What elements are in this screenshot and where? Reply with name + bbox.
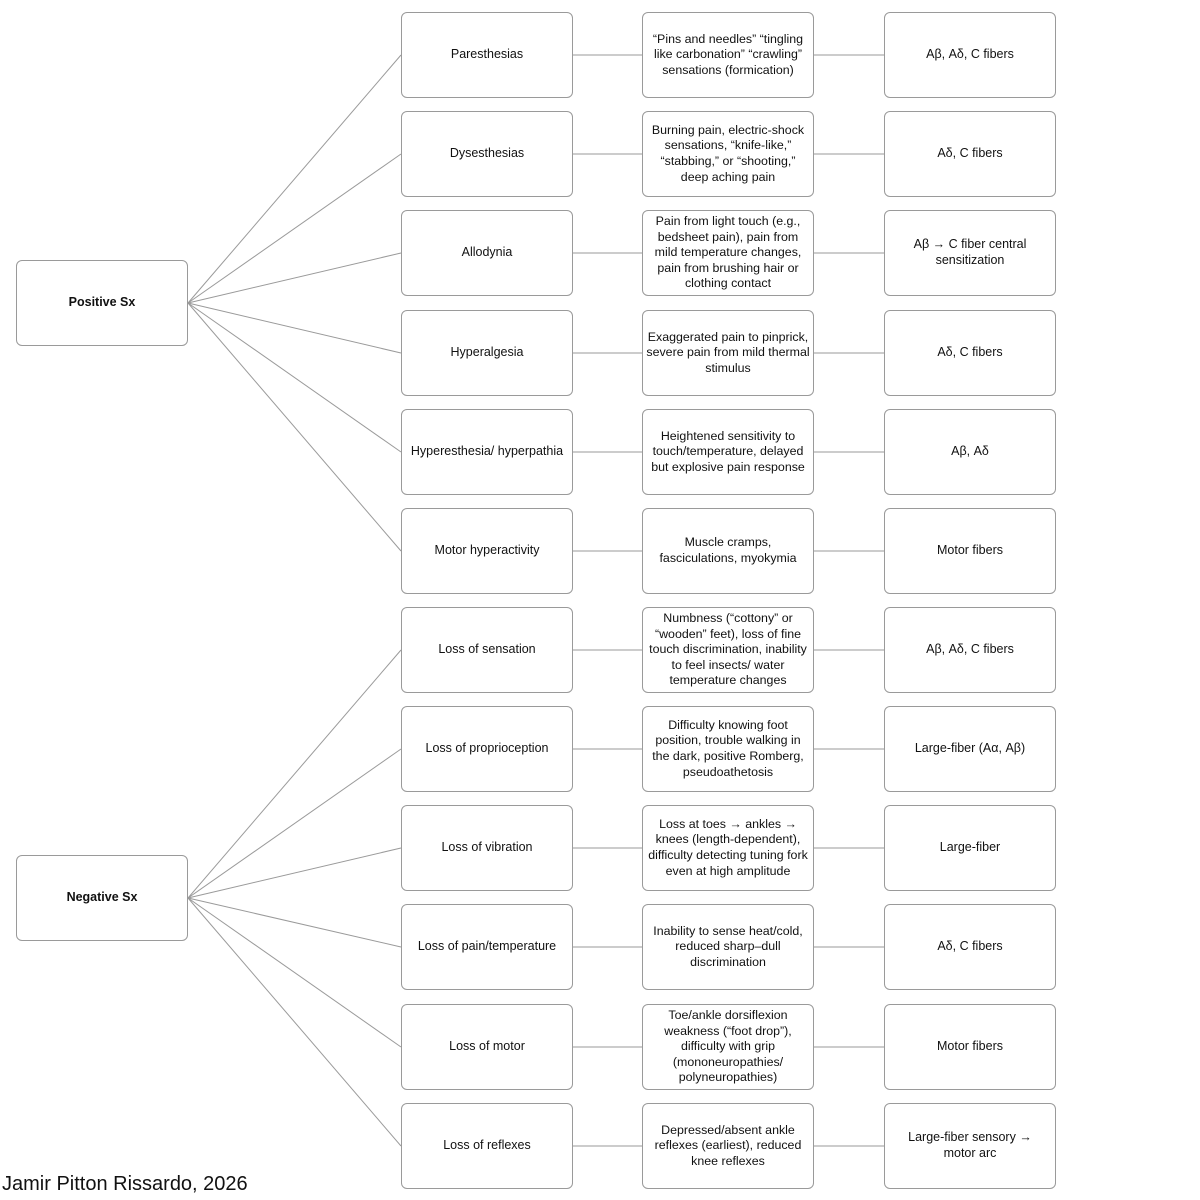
- symptom-label: Paresthesias: [450, 47, 524, 62]
- symptom-node-loss-of-reflexes: Loss of reflexes: [401, 1103, 573, 1189]
- symptom-node-loss-of-sensation: Loss of sensation: [401, 607, 573, 693]
- symptom-label: Hyperalgesia: [450, 345, 524, 360]
- fiber-label: Large-fiber (Aα, Aβ): [914, 741, 1026, 756]
- description-text: Heightened sensitivity to touch/temperat…: [651, 428, 805, 474]
- symptom-node-motor-hyperactivity: Motor hyperactivity: [401, 508, 573, 594]
- description-node-paresthesias: “Pins and needles” “tingling like carbon…: [642, 12, 814, 98]
- fiber-node-loss-of-proprioception: Large-fiber (Aα, Aβ): [884, 706, 1056, 792]
- root-to-symptom-line: [187, 897, 402, 1147]
- root-to-symptom-line: [187, 252, 402, 304]
- root-to-symptom-line: [187, 153, 402, 304]
- description-text: Loss at toes → ankles → knees (length-de…: [648, 816, 808, 878]
- symptom-node-loss-of-motor: Loss of motor: [401, 1004, 573, 1090]
- root-node-positive: Positive Sx: [16, 260, 188, 346]
- fiber-label: Large-fiber: [939, 840, 1001, 855]
- root-to-symptom-line: [187, 54, 402, 304]
- description-text: Muscle cramps, fasciculations, myokymia: [659, 535, 797, 565]
- description-node-dysesthesias: Burning pain, electric-shock sensations,…: [642, 111, 814, 197]
- symptom-node-loss-of-pain-temperature: Loss of pain/temperature: [401, 904, 573, 990]
- symptom-node-dysesthesias: Dysesthesias: [401, 111, 573, 197]
- symptom-node-loss-of-proprioception: Loss of proprioception: [401, 706, 573, 792]
- symptom-label: Loss of sensation: [438, 642, 536, 657]
- fiber-label: Aβ, Aδ, C fibers: [926, 47, 1014, 62]
- fiber-node-loss-of-vibration: Large-fiber: [884, 805, 1056, 891]
- description-text: Numbness (“cottony” or “wooden” feet), l…: [649, 611, 807, 688]
- fiber-label: Aβ, Aδ, C fibers: [926, 642, 1014, 657]
- root-to-symptom-line: [187, 847, 402, 899]
- symptom-label: Loss of motor: [449, 1039, 525, 1054]
- description-text: Depressed/absent ankle reflexes (earlies…: [654, 1122, 802, 1168]
- fiber-label: Motor fibers: [937, 543, 1003, 558]
- fiber-label: Aδ, C fibers: [937, 939, 1003, 954]
- fiber-node-loss-of-reflexes: Large-fiber sensory → motor arc: [884, 1103, 1056, 1189]
- symptom-label: Allodynia: [461, 245, 513, 260]
- symptom-node-hyperalgesia: Hyperalgesia: [401, 310, 573, 396]
- root-to-symptom-line: [187, 302, 402, 552]
- root-to-symptom-line: [187, 897, 402, 1048]
- symptom-node-hyperesthesia: Hyperesthesia/ hyperpathia: [401, 409, 573, 495]
- root-label-negative: Negative Sx: [66, 890, 138, 905]
- description-text: Difficulty knowing foot position, troubl…: [652, 717, 804, 779]
- fiber-label: Aδ, C fibers: [937, 146, 1003, 161]
- symptom-label: Motor hyperactivity: [434, 543, 540, 558]
- fiber-label: Aβ, Aδ: [951, 444, 989, 459]
- root-node-negative: Negative Sx: [16, 855, 188, 941]
- description-node-motor-hyperactivity: Muscle cramps, fasciculations, myokymia: [642, 508, 814, 594]
- description-text: Burning pain, electric-shock sensations,…: [651, 122, 805, 184]
- fiber-node-loss-of-pain-temperature: Aδ, C fibers: [884, 904, 1056, 990]
- symptom-node-allodynia: Allodynia: [401, 210, 573, 296]
- symptom-label: Loss of vibration: [441, 840, 533, 855]
- fiber-node-hyperalgesia: Aδ, C fibers: [884, 310, 1056, 396]
- fiber-label: Motor fibers: [937, 1039, 1003, 1054]
- symptom-label: Loss of reflexes: [443, 1138, 531, 1153]
- symptom-node-paresthesias: Paresthesias: [401, 12, 573, 98]
- fiber-node-hyperesthesia: Aβ, Aδ: [884, 409, 1056, 495]
- description-text: Inability to sense heat/cold, reduced sh…: [653, 923, 803, 969]
- fiber-node-motor-hyperactivity: Motor fibers: [884, 508, 1056, 594]
- root-to-symptom-line: [187, 302, 402, 354]
- symptom-label: Hyperesthesia/ hyperpathia: [410, 444, 564, 459]
- fiber-label: Large-fiber sensory → motor arc: [908, 1130, 1032, 1160]
- symptom-label: Loss of pain/temperature: [417, 939, 557, 954]
- fiber-label: Aβ → C fiber central sensitization: [913, 237, 1027, 267]
- description-text: “Pins and needles” “tingling like carbon…: [652, 31, 804, 77]
- root-label-positive: Positive Sx: [68, 295, 136, 310]
- description-text: Toe/ankle dorsiflexion weakness (“foot d…: [664, 1008, 792, 1085]
- root-to-symptom-line: [187, 649, 402, 899]
- fiber-node-dysesthesias: Aδ, C fibers: [884, 111, 1056, 197]
- description-node-loss-of-motor: Toe/ankle dorsiflexion weakness (“foot d…: [642, 1004, 814, 1090]
- fiber-node-loss-of-motor: Motor fibers: [884, 1004, 1056, 1090]
- fiber-node-loss-of-sensation: Aβ, Aδ, C fibers: [884, 607, 1056, 693]
- description-node-loss-of-vibration: Loss at toes → ankles → knees (length-de…: [642, 805, 814, 891]
- root-to-symptom-line: [187, 748, 402, 899]
- symptom-node-loss-of-vibration: Loss of vibration: [401, 805, 573, 891]
- author-credit: Jamir Pitton Rissardo, 2026: [2, 1173, 248, 1195]
- description-node-loss-of-pain-temperature: Inability to sense heat/cold, reduced sh…: [642, 904, 814, 990]
- symptom-label: Dysesthesias: [449, 146, 525, 161]
- description-node-allodynia: Pain from light touch (e.g., bedsheet pa…: [642, 210, 814, 296]
- root-to-symptom-line: [187, 897, 402, 948]
- root-to-symptom-line: [187, 302, 402, 453]
- description-text: Exaggerated pain to pinprick, severe pai…: [646, 329, 810, 375]
- fiber-node-allodynia: Aβ → C fiber central sensitization: [884, 210, 1056, 296]
- description-node-hyperalgesia: Exaggerated pain to pinprick, severe pai…: [642, 310, 814, 396]
- description-node-hyperesthesia: Heightened sensitivity to touch/temperat…: [642, 409, 814, 495]
- description-text: Pain from light touch (e.g., bedsheet pa…: [654, 214, 802, 291]
- description-node-loss-of-sensation: Numbness (“cottony” or “wooden” feet), l…: [642, 607, 814, 693]
- fiber-label: Aδ, C fibers: [937, 345, 1003, 360]
- description-node-loss-of-reflexes: Depressed/absent ankle reflexes (earlies…: [642, 1103, 814, 1189]
- description-node-loss-of-proprioception: Difficulty knowing foot position, troubl…: [642, 706, 814, 792]
- fiber-node-paresthesias: Aβ, Aδ, C fibers: [884, 12, 1056, 98]
- symptom-label: Loss of proprioception: [425, 741, 549, 756]
